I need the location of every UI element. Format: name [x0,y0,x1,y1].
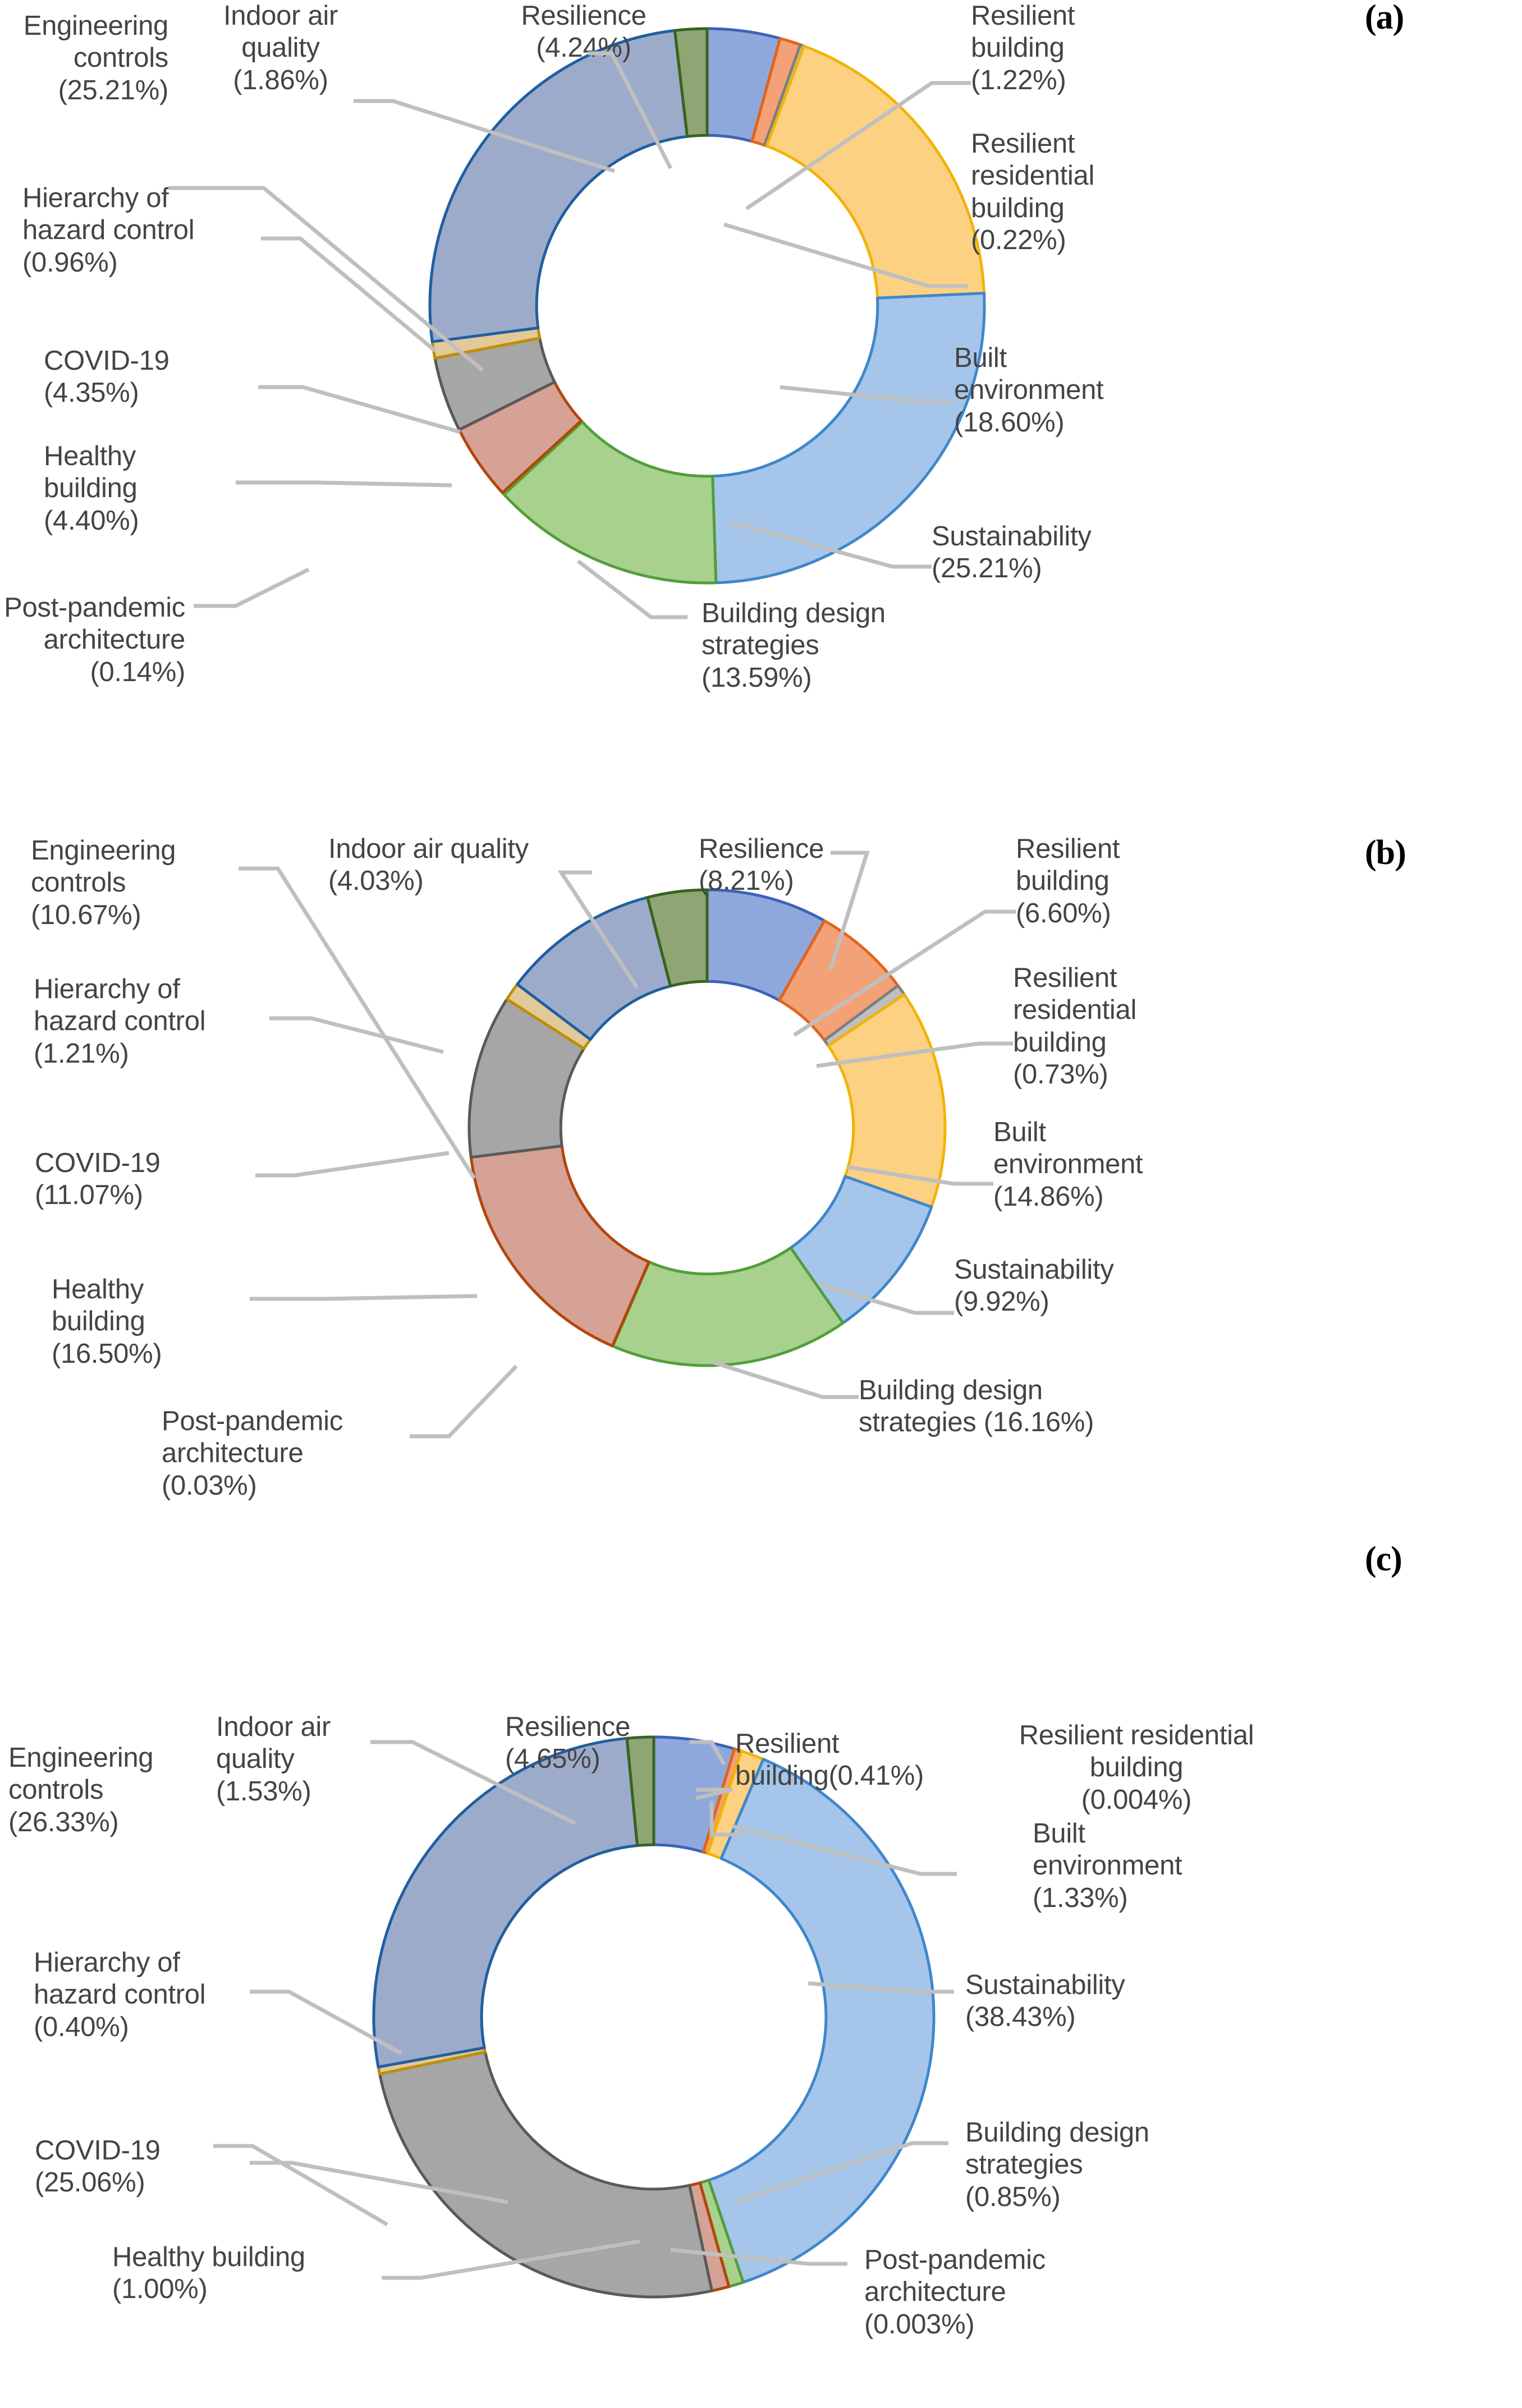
label-b-engineering-controls: Engineering controls (10.67%) [31,835,176,930]
label-b-sustainability: Sustainability (9.92%) [954,1254,1114,1317]
label-a-resilient-residential-building: Resilient residential building (0.22%) [971,128,1095,255]
label-b-healthy-building: Healthy building (16.50%) [52,1274,162,1369]
donut-slice-healthy_building [469,1144,650,1348]
donut-slice-engineering_controls [428,29,689,343]
panel-b: (b) Engineering controls (10.67%) Indoor… [0,780,1522,1577]
label-c-healthy-building: Healthy building (1.00%) [112,2242,305,2305]
label-b-resilient-residential-building: Resilient residential building (0.73%) [1013,963,1137,1090]
label-a-healthy-building: Healthy building (4.40%) [44,441,139,536]
label-c-building-design-strategies: Building design strategies (0.85%) [965,2117,1149,2212]
label-c-built-environment: Built environment (1.33%) [1033,1818,1182,1913]
label-a-hierarchy-of-hazard-control: Hierarchy of hazard control (0.96%) [22,183,195,278]
panel-letter-c: (c) [1365,1540,1402,1578]
label-a-building-design-strategies: Building design strategies (13.59%) [702,598,886,693]
label-a-sustainability: Sustainability (25.21%) [932,521,1092,584]
label-c-resilient-building: Resilient building(0.41%) [735,1729,924,1791]
panel-a: (a) Engineering controls (25.21%) Indoor… [0,0,1522,780]
label-a-covid-19: COVID-19 (4.35%) [44,346,169,408]
label-b-building-design-strategies: Building design strategies (16.16%) [859,1375,1094,1438]
label-b-covid-19: COVID-19 (11.07%) [35,1148,161,1211]
label-b-built-environment: Built environment (14.86%) [993,1117,1143,1212]
label-b-indoor-air-quality: Indoor air quality (4.03%) [328,834,529,897]
label-c-resilient-residential-building: Resilient residential building (0.004%) [1019,1720,1254,1815]
label-b-resilience: Resilience (8.21%) [699,834,824,897]
label-b-hierarchy-of-hazard-control: Hierarchy of hazard control (1.21%) [34,974,206,1069]
donut-slice-indoor_air_quality [646,888,709,988]
donut-chart-b [467,888,947,1367]
label-b-resilient-building: Resilient building (6.60%) [1016,834,1120,929]
label-c-hierarchy-of-hazard-control: Hierarchy of hazard control (0.40%) [34,1947,206,2042]
label-c-post-pandemic-architecture: Post-pandemic architecture (0.003%) [864,2245,1046,2340]
panel-c: (c) Engineering controls (26.33%) Indoor… [0,1540,1522,2408]
label-c-resilience: Resilience (4.65%) [505,1712,631,1775]
label-c-indoor-air-quality: Indoor air quality (1.53%) [216,1712,331,1807]
label-c-sustainability: Sustainability (38.43%) [965,1970,1125,2033]
label-a-resilient-building: Resilient building (1.22%) [971,1,1075,95]
label-a-built-environment: Built environment (18.60%) [954,343,1104,438]
donut-slice-building_design_strategies [502,420,718,585]
donut-slice-indoor_air_quality [625,1735,655,1848]
label-a-indoor-air-quality: Indoor air quality (1.86%) [223,1,338,95]
donut-slice-sustainability [711,292,986,585]
donut-slice-built_environment [765,44,985,300]
donut-slice-building_design_strategies [611,1246,845,1367]
donut-slice-built_environment [827,993,947,1208]
label-b-post-pandemic-architecture: Post-pandemic architecture (0.03%) [162,1406,343,1501]
label-c-engineering-controls: Engineering controls (26.33%) [8,1743,154,1837]
label-c-covid-19: COVID-19 (25.06%) [35,2135,161,2198]
panel-letter-a: (a) [1365,0,1404,36]
panel-letter-b: (b) [1365,834,1406,872]
leader-lines-c [213,1740,957,2280]
label-a-post-pandemic-architecture: Post-pandemic architecture (0.14%) [4,592,185,687]
donut-slice-covid_19 [378,2050,713,2299]
donut-slice-indoor_air_quality [673,27,709,138]
donut-chart-a [428,27,986,585]
leader-lines-b [239,851,1016,1439]
label-a-engineering-controls: Engineering controls (25.21%) [23,11,169,105]
label-a-resilience: Resilience (4.24%) [521,1,647,63]
leader-lines-a [168,51,971,619]
